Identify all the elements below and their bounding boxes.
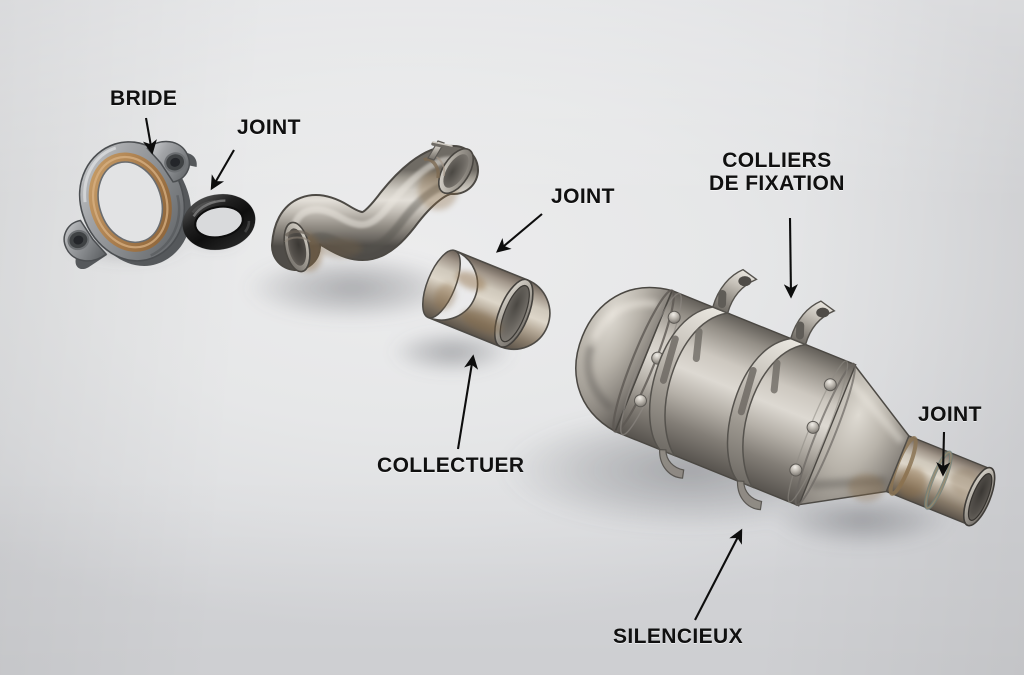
arrow-joint-oring [210, 149, 235, 191]
part-bride-flange [63, 140, 197, 270]
part-downpipe [271, 140, 479, 273]
arrow-joint-tail [936, 431, 951, 477]
downpipe-hanger-tab [427, 140, 454, 161]
part-joint-oring [182, 193, 256, 251]
label-joint-collecteur: JOINT [551, 185, 615, 208]
part-silencieux-muffler [575, 268, 996, 527]
part-collier-fixation-2 [726, 300, 836, 511]
arrow-collecteur [456, 354, 479, 450]
label-bride: BRIDE [110, 87, 178, 110]
muffler-tailpipe [883, 434, 996, 527]
muffler-front-cap [575, 286, 682, 436]
part-collier-fixation-1 [648, 268, 758, 479]
label-joint-oring: JOINT [237, 116, 301, 139]
label-silencieux: SILENCIEUX [613, 625, 744, 648]
label-colliers-de-fixation: COLLIERS DE FIXATION [709, 149, 845, 195]
arrow-colliers [783, 217, 798, 299]
arrow-silencieux [694, 528, 743, 621]
arrow-bride [142, 117, 157, 155]
muffler-rivets [633, 310, 837, 477]
arrow-joint-collecteur [495, 213, 543, 253]
label-collecteur: COLLECTUER [377, 454, 525, 477]
part-collecteur-sleeve [422, 249, 551, 351]
label-joint-tailpipe: JOINT [918, 403, 982, 426]
muffler-rear-cone [795, 362, 910, 506]
